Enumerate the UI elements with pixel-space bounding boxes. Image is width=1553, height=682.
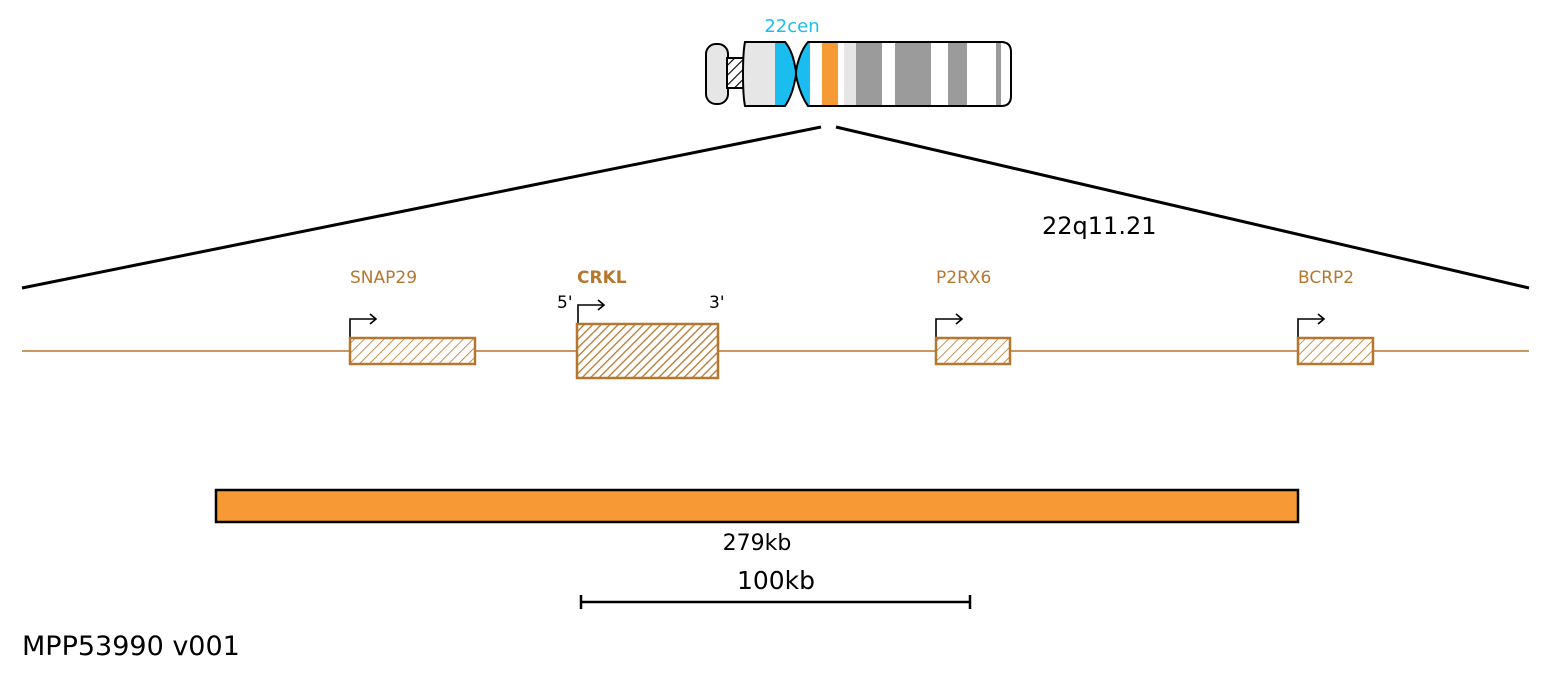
scale-bar — [579, 595, 972, 609]
zoom-line-left — [21, 125, 822, 290]
gene-box — [575, 322, 720, 380]
zoom-line-right — [835, 125, 1530, 290]
gene-label-bcrp2: BCRP2 — [1298, 268, 1354, 288]
gene-box — [1296, 336, 1375, 366]
probe-id-label: MPP53990 v001 — [22, 631, 240, 662]
gene-label-p2rx6: P2RX6 — [936, 268, 991, 288]
p-arm — [743, 42, 796, 106]
gene-label-snap29: SNAP29 — [350, 268, 417, 288]
gene-snap29: SNAP29 — [348, 268, 477, 366]
band-label: 22q11.21 — [1042, 212, 1156, 240]
probe-bar — [214, 488, 1300, 524]
arrowhead-icon — [369, 313, 378, 325]
probe-size-label: 279kb — [723, 531, 792, 556]
three-prime-label: 3' — [709, 293, 725, 313]
arrowhead-icon — [597, 299, 606, 311]
gene-crkl: CRKL 5' 3' — [557, 268, 725, 380]
chromosome-ideogram: 22cen — [705, 16, 1012, 107]
p-arm-satellite — [705, 43, 729, 105]
scale-bar-label: 100kb — [737, 566, 815, 595]
tss-arrow-icon — [349, 318, 375, 338]
gene-p2rx6: P2RX6 — [934, 268, 1012, 366]
gene-box — [934, 336, 1012, 366]
tss-arrow-icon — [577, 304, 603, 324]
centromere-label: 22cen — [764, 16, 819, 37]
arrowhead-icon — [955, 313, 964, 325]
tss-arrow-icon — [1297, 318, 1323, 338]
gene-label-crkl: CRKL — [577, 268, 627, 288]
gene-box — [348, 336, 477, 366]
arrowhead-icon — [1317, 313, 1326, 325]
five-prime-label: 5' — [557, 293, 573, 313]
gene-bcrp2: BCRP2 — [1296, 268, 1375, 366]
q-arm — [796, 42, 1011, 106]
tss-arrow-icon — [935, 318, 961, 338]
